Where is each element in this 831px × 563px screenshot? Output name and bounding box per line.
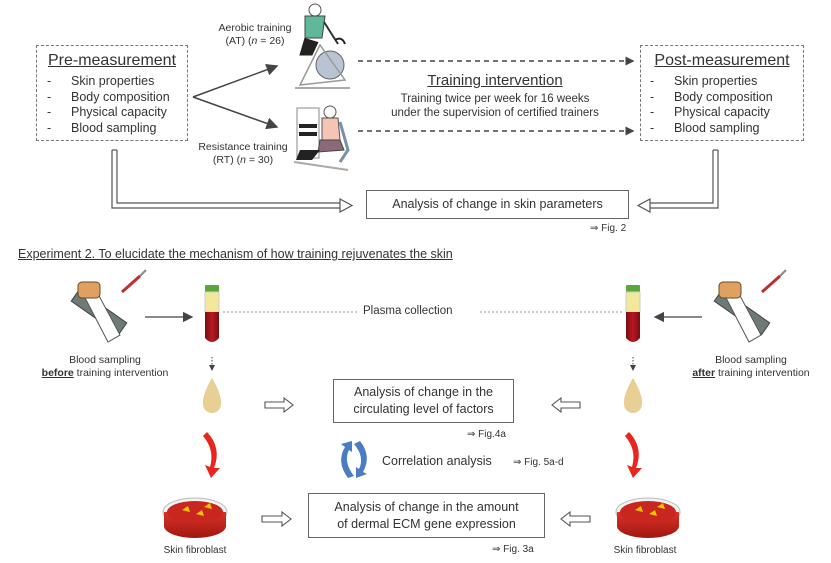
post-measurement-title: Post-measurement: [654, 52, 790, 69]
aerobic-training-label: Aerobic training (AT) (n = 26): [218, 22, 292, 47]
pre-measurement-box: Pre-measurement -Skin properties -Body c…: [36, 45, 188, 141]
list-item: -Blood sampling: [650, 120, 760, 135]
hollow-arrow-right-factors: [551, 396, 581, 414]
hollow-arrow-left-factors: [264, 396, 294, 414]
petri-dish-left: [162, 497, 228, 538]
list-item: -Body composition: [47, 89, 170, 104]
skin-parameters-analysis-box: Analysis of change in skin parameters: [366, 190, 629, 219]
plasma-collection-label: Plasma collection: [363, 305, 453, 317]
blood-tube-left: [204, 285, 220, 342]
skin-fibroblast-right-label: Skin fibroblast: [613, 545, 677, 556]
cycle-arrows-icon: [341, 441, 367, 478]
list-item: -Physical capacity: [650, 105, 770, 119]
fig5-reference: ⇒ Fig. 5a-d: [513, 457, 564, 468]
post-measurement-list: -Skin properties -Body composition -Phys…: [650, 74, 773, 136]
fig3a-reference: ⇒ Fig. 3a: [492, 544, 534, 555]
correlation-analysis-label: Correlation analysis: [382, 454, 492, 468]
resistance-training-label: Resistance training (RT) (n = 30): [198, 141, 288, 166]
plasma-droplet-right: [623, 378, 643, 413]
plasma-droplet-left: [202, 378, 222, 413]
pre-to-analysis-arrow: [111, 149, 354, 214]
post-to-analysis-arrow: [636, 149, 719, 214]
aerobic-training-illustration: [295, 3, 350, 89]
red-arrow-left: [203, 432, 220, 478]
ecm-gene-expression-analysis-box: Analysis of change in the amount of derm…: [308, 493, 545, 538]
list-item: -Physical capacity: [47, 105, 167, 119]
pre-measurement-list: -Skin properties -Body composition -Phys…: [47, 74, 170, 136]
blood-sampling-after-label: Blood sampling after training interventi…: [692, 354, 810, 379]
hollow-arrow-right-ecm: [560, 510, 591, 528]
resistance-training-illustration: [293, 105, 350, 171]
fig4a-reference: ⇒ Fig.4a: [467, 429, 506, 440]
branch-arrow-rt: [192, 96, 279, 130]
training-intervention-title: Training intervention: [427, 72, 563, 89]
experiment2-heading: Experiment 2. To elucidate the mechanism…: [18, 247, 453, 261]
post-measurement-box: Post-measurement -Skin properties -Body …: [640, 45, 804, 141]
circulating-factors-analysis-box: Analysis of change in the circulating le…: [333, 379, 514, 423]
blood-sampling-before-illustration: [70, 269, 147, 343]
red-arrow-right: [625, 432, 642, 478]
pre-measurement-title: Pre-measurement: [47, 52, 177, 69]
list-item: -Body composition: [650, 89, 773, 104]
training-intervention-desc-1: Training twice per week for 16 weeks: [400, 93, 590, 105]
training-intervention-desc-2: under the supervision of certified train…: [391, 107, 599, 119]
branch-arrow-at: [192, 64, 279, 98]
skin-fibroblast-left-label: Skin fibroblast: [163, 545, 227, 556]
list-item: -Skin properties: [650, 74, 758, 88]
blood-sampling-before-label: Blood sampling before training intervent…: [41, 354, 169, 379]
blood-sampling-after-illustration: [713, 269, 787, 343]
blood-tube-right: [625, 285, 641, 342]
hollow-arrow-left-ecm: [261, 510, 292, 528]
fig2-reference: ⇒ Fig. 2: [590, 223, 627, 234]
training-intervention: Training intervention Training twice per…: [370, 72, 620, 119]
petri-dish-right: [615, 497, 681, 538]
list-item: -Skin properties: [47, 74, 155, 88]
list-item: -Blood sampling: [47, 120, 157, 135]
